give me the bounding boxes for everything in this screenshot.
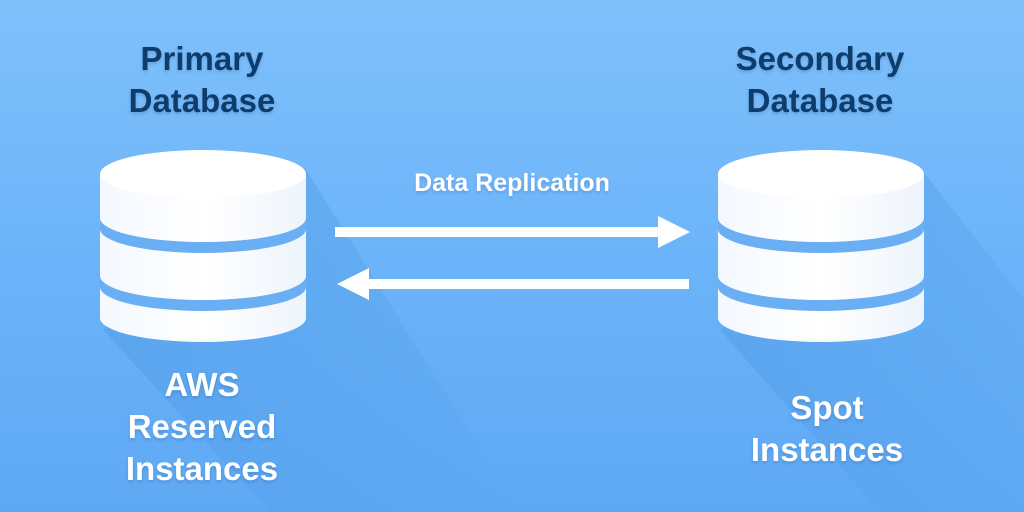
data-replication-label: Data Replication <box>414 169 610 197</box>
secondary-database-caption: Spot Instances <box>750 389 904 468</box>
secondary-database-shadow <box>720 170 1024 512</box>
primary-database-icon <box>100 150 306 342</box>
arrow-left-icon <box>337 268 689 300</box>
arrow-right-icon <box>335 216 690 248</box>
secondary-database-icon <box>718 150 924 342</box>
primary-database-title: Primary Database <box>128 40 276 119</box>
primary-database-caption: AWS Reserved Instances <box>125 366 279 487</box>
secondary-database-title: Secondary Database <box>735 40 905 119</box>
